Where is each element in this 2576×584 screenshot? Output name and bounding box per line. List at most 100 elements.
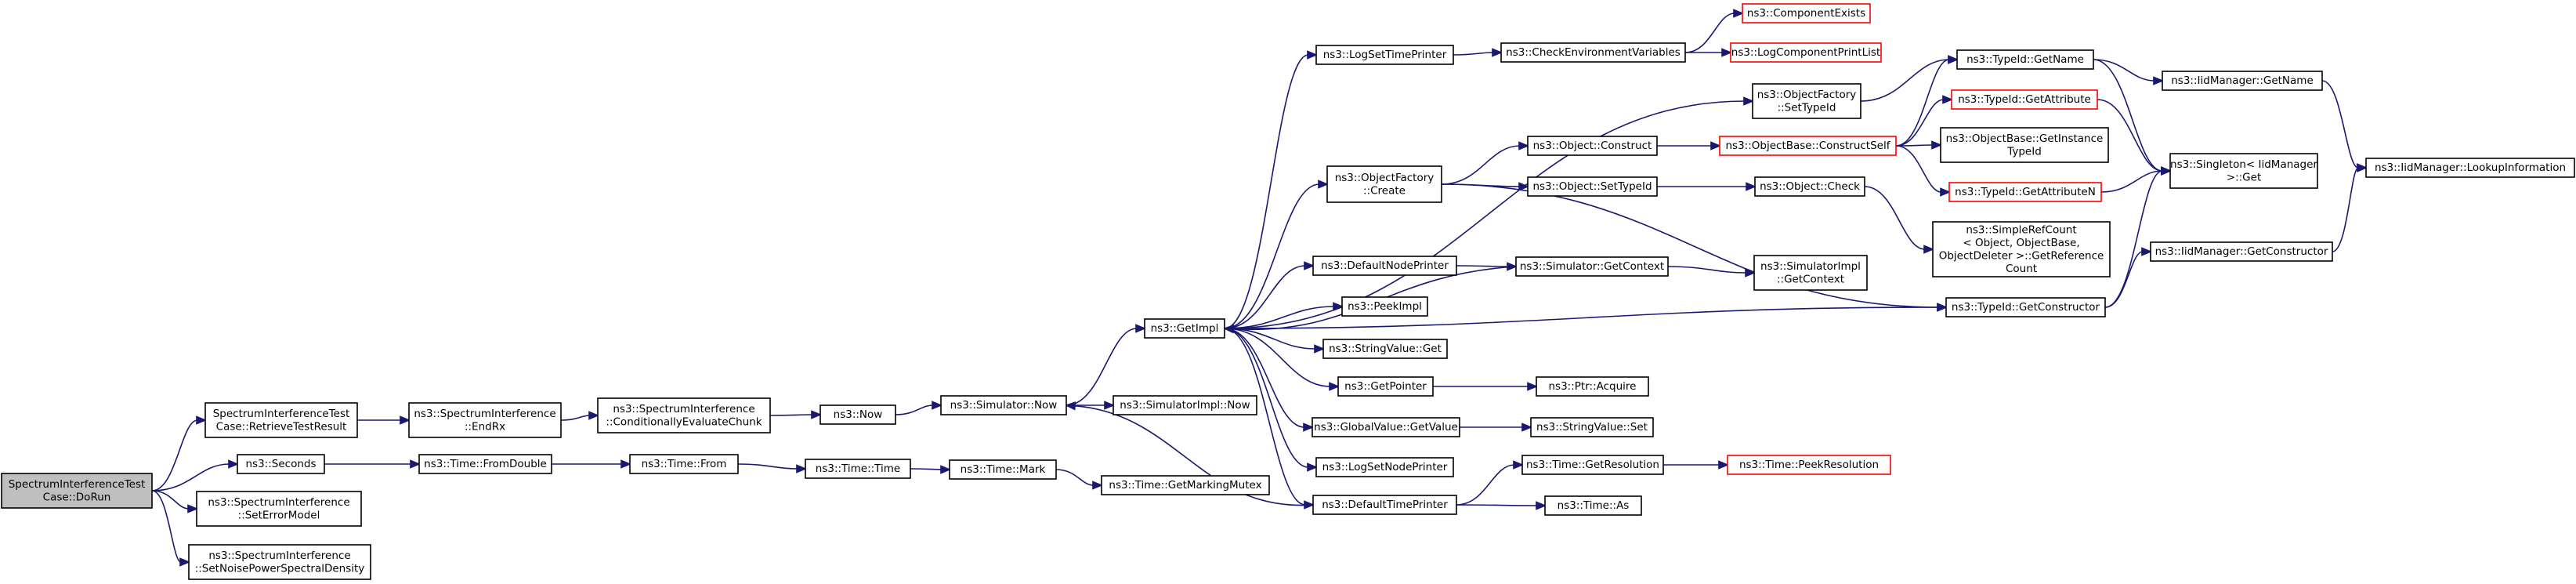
node-ptrAcquire[interactable]: ns3::Ptr::Acquire	[1536, 376, 1649, 397]
node-box[interactable]	[2150, 241, 2333, 262]
node-box[interactable]	[1527, 176, 1658, 197]
node-getPointer[interactable]: ns3::GetPointer	[1337, 376, 1434, 397]
node-simNow[interactable]: ns3::Simulator::Now	[940, 395, 1067, 415]
node-box[interactable]	[1315, 457, 1454, 477]
node-logComponentPrintList[interactable]: ns3::LogComponentPrintList	[1730, 42, 1882, 63]
node-box[interactable]	[1312, 256, 1457, 276]
node-box[interactable]	[1521, 455, 1664, 475]
node-retrieve[interactable]: SpectrumInterferenceTestCase::RetrieveTe…	[204, 402, 358, 438]
node-box[interactable]	[819, 404, 896, 425]
node-box[interactable]	[1951, 89, 2098, 110]
node-box[interactable]	[408, 402, 562, 438]
node-endRx[interactable]: ns3::SpectrumInterference::EndRx	[408, 402, 562, 438]
node-box[interactable]	[2162, 71, 2323, 91]
node-box[interactable]	[1544, 495, 1642, 516]
node-box[interactable]	[196, 491, 362, 527]
node-iidLookup[interactable]: ns3::IidManager::LookupInformation	[2365, 158, 2575, 178]
node-box[interactable]	[949, 459, 1057, 480]
node-singletonGet[interactable]: ns3::Singleton< IidManager>::Get	[2169, 153, 2318, 189]
node-now[interactable]: ns3::Now	[819, 404, 896, 425]
node-box[interactable]	[1312, 417, 1460, 437]
node-defaultTimePrinter[interactable]: ns3::DefaultTimePrinter	[1312, 495, 1457, 515]
node-timeMark[interactable]: ns3::Time::Mark	[949, 459, 1057, 480]
node-iidGetName[interactable]: ns3::IidManager::GetName	[2162, 71, 2323, 91]
node-typeIdGetAttributeN[interactable]: ns3::TypeId::GetAttributeN	[1948, 182, 2102, 202]
node-setErrorModel[interactable]: ns3::SpectrumInterference::SetErrorModel	[196, 491, 362, 527]
node-setNoise[interactable]: ns3::SpectrumInterference::SetNoisePower…	[188, 544, 371, 580]
node-componentExists[interactable]: ns3::ComponentExists	[1742, 3, 1871, 24]
node-box[interactable]	[1322, 339, 1448, 359]
node-objSetTypeId[interactable]: ns3::Object::SetTypeId	[1527, 176, 1658, 197]
node-peekResolution[interactable]: ns3::Time::PeekResolution	[1727, 455, 1891, 475]
node-timeFrom[interactable]: ns3::Time::From	[629, 454, 739, 474]
node-timeAs[interactable]: ns3::Time::As	[1544, 495, 1642, 516]
node-box[interactable]	[1727, 455, 1891, 475]
node-peekImpl[interactable]: ns3::PeekImpl	[1341, 296, 1428, 317]
node-simGetContext[interactable]: ns3::Simulator::GetContext	[1515, 256, 1669, 277]
node-constructSelf[interactable]: ns3::ObjectBase::ConstructSelf	[1719, 136, 1897, 156]
node-timeTime[interactable]: ns3::Time::Time	[805, 459, 911, 479]
node-simImplGetContext[interactable]: ns3::SimulatorImpl::GetContext	[1753, 255, 1868, 291]
node-typeIdGetName[interactable]: ns3::TypeId::GetName	[1956, 49, 2094, 70]
node-stringValueGet[interactable]: ns3::StringValue::Get	[1322, 339, 1448, 359]
node-seconds[interactable]: ns3::Seconds	[237, 454, 325, 474]
node-box[interactable]	[1754, 176, 1865, 197]
node-box[interactable]	[1530, 417, 1654, 437]
node-defaultNodePrinter[interactable]: ns3::DefaultNodePrinter	[1312, 256, 1457, 276]
node-fromDouble[interactable]: ns3::Time::FromDouble	[418, 454, 552, 474]
node-box[interactable]	[1945, 297, 2106, 317]
node-getMarkingMutex[interactable]: ns3::Time::GetMarkingMutex	[1101, 475, 1270, 495]
node-checkEnv[interactable]: ns3::CheckEnvironmentVariables	[1500, 42, 1686, 63]
node-simImplNow[interactable]: ns3::SimulatorImpl::Now	[1113, 395, 1257, 415]
node-box[interactable]	[1730, 42, 1882, 63]
node-getImpl[interactable]: ns3::GetImpl	[1144, 318, 1225, 339]
node-box[interactable]	[1948, 182, 2102, 202]
node-box[interactable]	[1536, 376, 1649, 397]
node-box[interactable]	[1326, 165, 1442, 203]
node-box[interactable]	[629, 454, 739, 474]
node-condEval[interactable]: ns3::SpectrumInterference::Conditionally…	[597, 397, 771, 433]
node-box[interactable]	[1932, 221, 2111, 277]
node-box[interactable]	[2169, 153, 2318, 189]
node-box[interactable]	[418, 454, 552, 474]
node-box[interactable]	[204, 402, 358, 438]
node-box[interactable]	[1, 473, 153, 509]
node-typeIdGetAttribute[interactable]: ns3::TypeId::GetAttribute	[1951, 89, 2098, 110]
node-typeIdGetConstructor[interactable]: ns3::TypeId::GetConstructor	[1945, 297, 2106, 317]
node-simpleRefCount[interactable]: ns3::SimpleRefCount< Object, ObjectBase,…	[1932, 221, 2111, 277]
node-box[interactable]	[1101, 475, 1270, 495]
node-box[interactable]	[1515, 256, 1669, 277]
node-ofSetTypeId[interactable]: ns3::ObjectFactory::SetTypeId	[1752, 83, 1861, 119]
node-objCheck[interactable]: ns3::Object::Check	[1754, 176, 1865, 197]
node-box[interactable]	[1752, 83, 1861, 119]
node-iidGetConstructor[interactable]: ns3::IidManager::GetConstructor	[2150, 241, 2333, 262]
node-box[interactable]	[1527, 136, 1658, 156]
node-box[interactable]	[1312, 495, 1457, 515]
node-box[interactable]	[1337, 376, 1434, 397]
node-ofCreate[interactable]: ns3::ObjectFactory::Create	[1326, 165, 1442, 203]
node-box[interactable]	[2365, 158, 2575, 178]
node-box[interactable]	[597, 397, 771, 433]
node-globalGetValue[interactable]: ns3::GlobalValue::GetValue	[1312, 417, 1460, 437]
node-box[interactable]	[1341, 296, 1428, 317]
node-box[interactable]	[940, 395, 1067, 415]
node-box[interactable]	[1315, 45, 1454, 65]
node-box[interactable]	[1956, 49, 2094, 70]
node-box[interactable]	[1144, 318, 1225, 339]
node-stringValueSet[interactable]: ns3::StringValue::Set	[1530, 417, 1654, 437]
node-box[interactable]	[1113, 395, 1257, 415]
node-logSetNodePrinter[interactable]: ns3::LogSetNodePrinter	[1315, 457, 1454, 477]
node-box[interactable]	[188, 544, 371, 580]
node-logSetTimePrinter[interactable]: ns3::LogSetTimePrinter	[1315, 45, 1454, 65]
node-box[interactable]	[1719, 136, 1897, 156]
node-box[interactable]	[1753, 255, 1868, 291]
node-box[interactable]	[1940, 127, 2109, 163]
node-box[interactable]	[237, 454, 325, 474]
node-objConstruct[interactable]: ns3::Object::Construct	[1527, 136, 1658, 156]
node-box[interactable]	[1500, 42, 1686, 63]
node-box[interactable]	[805, 459, 911, 479]
node-getResolution[interactable]: ns3::Time::GetResolution	[1521, 455, 1664, 475]
node-box[interactable]	[1742, 3, 1871, 24]
